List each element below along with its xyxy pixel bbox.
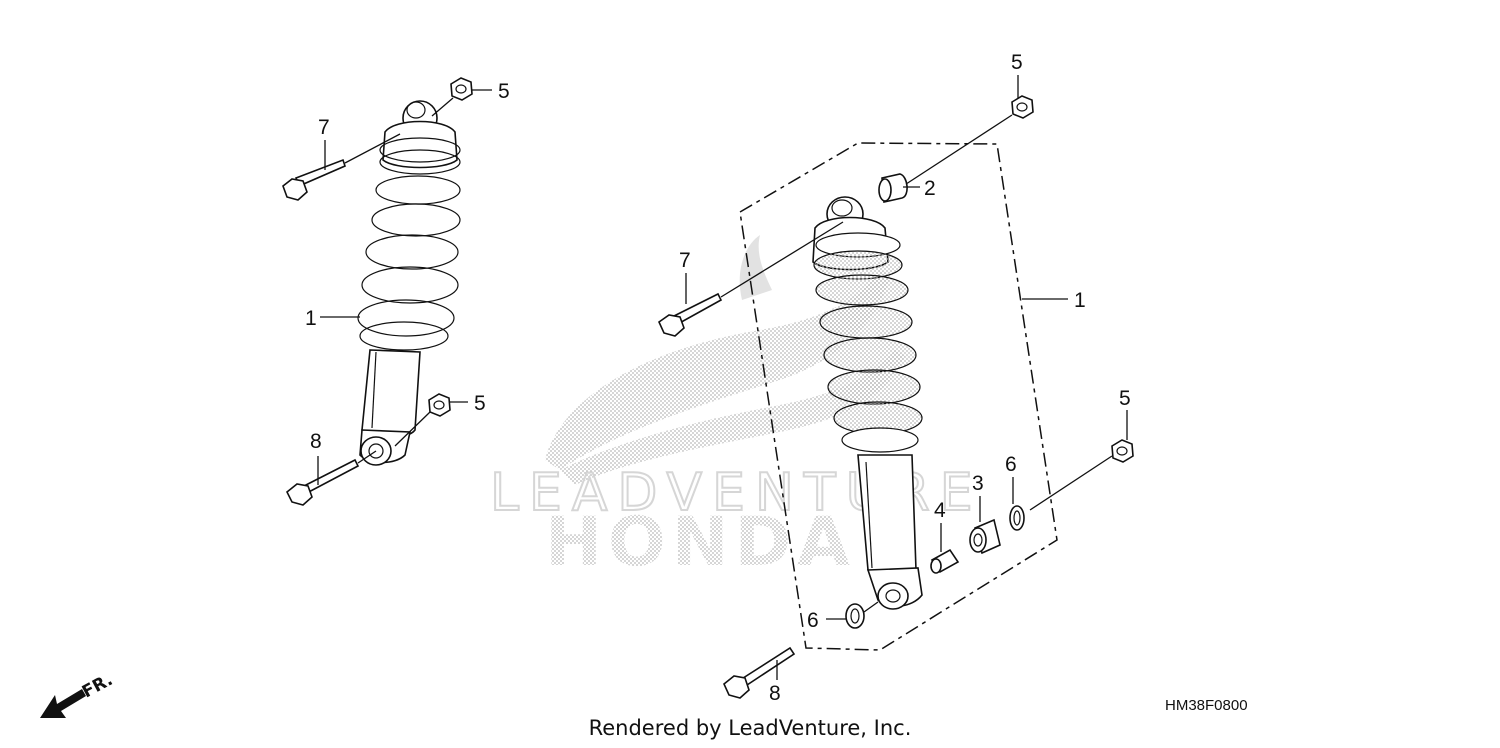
callouts: 5 7 1 5 8 5 2 7 1 5 3 6 4 <box>305 51 1131 705</box>
callout-6: 6 <box>807 609 819 632</box>
bolt-8-left <box>285 450 377 506</box>
diagram-code: HM38F0800 <box>1165 697 1248 714</box>
assembly-boundary <box>739 142 1058 651</box>
callout-5: 5 <box>1119 387 1131 410</box>
front-indicator-label: FR. <box>79 670 116 702</box>
washer-6-left <box>845 601 879 629</box>
callout-1: 1 <box>1074 289 1086 312</box>
collar-2 <box>878 173 908 203</box>
collar-3 <box>969 518 1001 555</box>
callout-2: 2 <box>924 177 936 200</box>
callout-5: 5 <box>498 80 510 103</box>
callout-8: 8 <box>310 430 322 453</box>
callout-7: 7 <box>318 116 330 139</box>
callout-6: 6 <box>1005 453 1017 476</box>
callout-5: 5 <box>1011 51 1023 74</box>
callout-5: 5 <box>474 392 486 415</box>
callout-3: 3 <box>972 472 984 495</box>
bolt-7-left <box>282 133 401 201</box>
front-arrow-icon: FR. <box>40 670 116 718</box>
bolt-8-right <box>723 646 796 699</box>
right-shock-absorber <box>812 196 923 610</box>
bolt-7-right <box>657 221 844 337</box>
left-shock-absorber <box>357 100 461 466</box>
nut-5-right-side <box>1029 439 1134 511</box>
nut-5-left-top <box>431 77 473 117</box>
spacer-4 <box>930 548 960 574</box>
nut-5-right-top <box>899 95 1034 189</box>
credit-line: Rendered by LeadVenture, Inc. <box>588 716 912 740</box>
callout-1: 1 <box>305 307 317 330</box>
nut-5-left-bottom <box>394 393 451 447</box>
watermark-brand: HONDA <box>545 503 856 582</box>
callout-4: 4 <box>934 499 946 522</box>
callout-8: 8 <box>769 682 781 705</box>
callout-7: 7 <box>679 249 691 272</box>
washer-6-right <box>1009 505 1025 531</box>
